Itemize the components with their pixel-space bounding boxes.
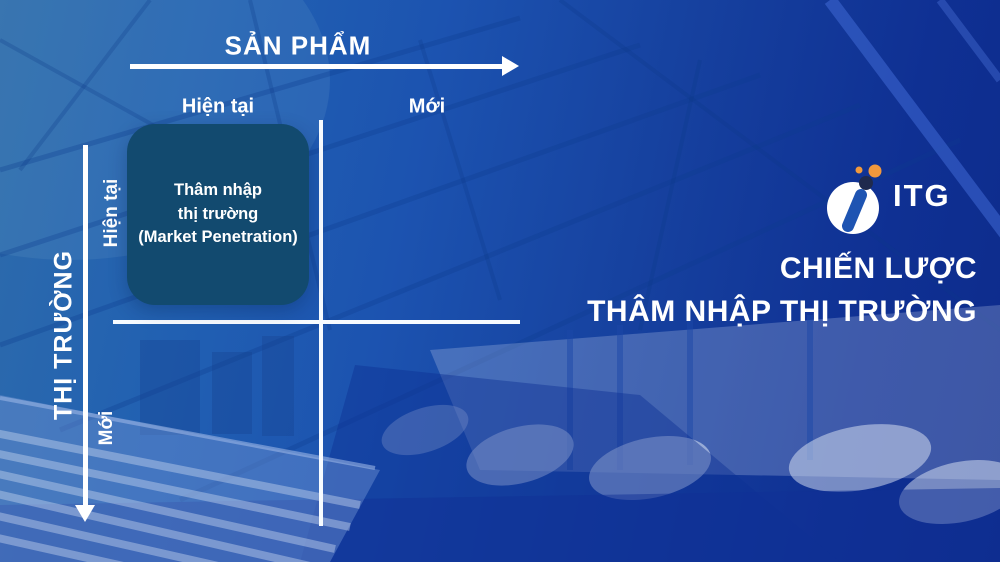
- slide-title-line2: THÂM NHẬP THỊ TRƯỜNG: [587, 295, 977, 328]
- slide-title-line1: CHIẾN LƯỢC: [779, 252, 977, 285]
- cell-text-line1: Thâm nhập: [173, 180, 262, 199]
- column-label-current: Hiện tại: [181, 95, 255, 118]
- column-label-new: Mới: [408, 95, 446, 118]
- row-label-new: Mới: [96, 410, 117, 446]
- row-label-current: Hiện tại: [101, 178, 122, 248]
- itg-logo-text: ITG: [893, 178, 951, 213]
- cell-text-line2: thị trường: [177, 204, 259, 223]
- cell-market-penetration: Thâm nhập thị trường (Market Penetration…: [127, 124, 309, 305]
- product-axis-arrow: [130, 56, 519, 76]
- market-axis-label: THỊ TRƯỜNG: [49, 249, 78, 421]
- slide-title: CHIẾN LƯỢC THÂM NHẬP THỊ TRƯỜNG: [587, 247, 977, 333]
- cell-text-line3: (Market Penetration): [138, 228, 298, 247]
- quadrant-divider-horizontal: [113, 320, 520, 324]
- market-axis-arrow: [75, 145, 95, 522]
- product-axis-label: SẢN PHẨM: [224, 30, 372, 61]
- itg-logo-icon: [827, 164, 882, 234]
